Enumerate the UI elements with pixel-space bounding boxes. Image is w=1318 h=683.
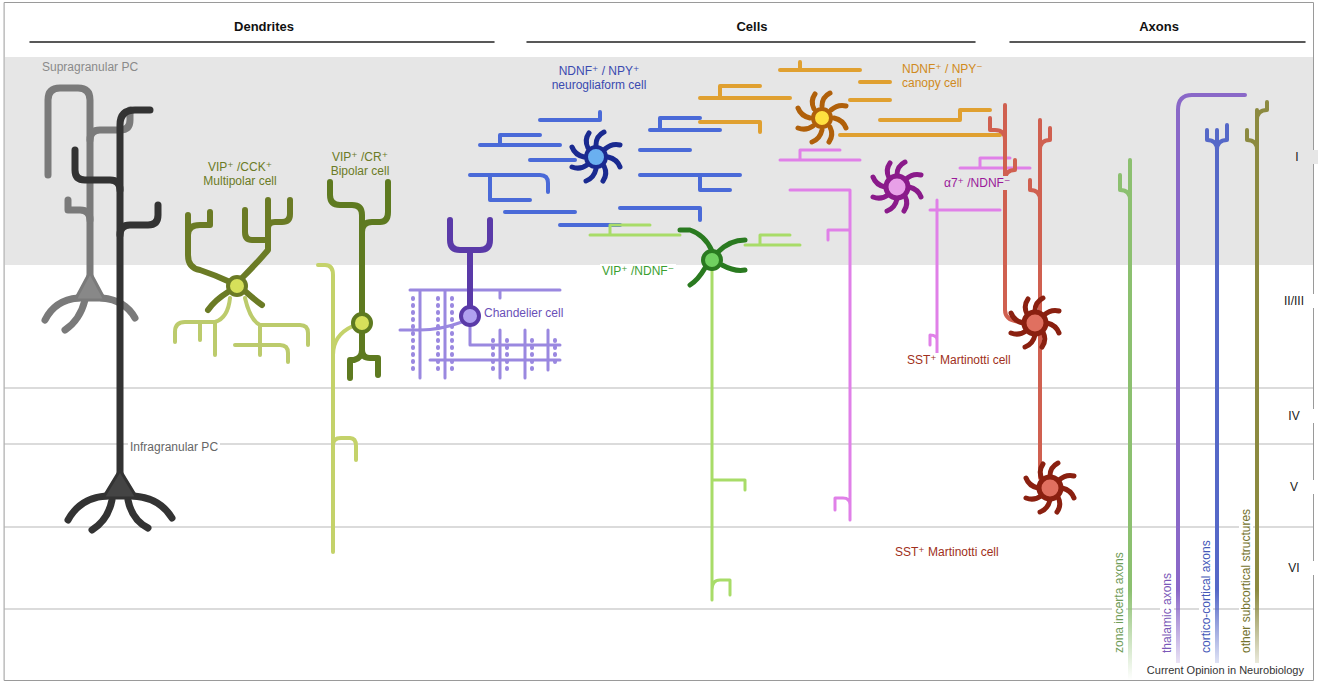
soma bbox=[353, 314, 371, 332]
soma bbox=[886, 176, 908, 198]
cell-label: SST⁺ Martinotti cell bbox=[905, 353, 1013, 367]
basal-dendrites bbox=[68, 496, 172, 530]
vip-ndnf-negative-cell bbox=[590, 225, 800, 600]
axon-label: cortico-cortical axons bbox=[1199, 538, 1213, 655]
infragranular-pyramidal-cell bbox=[68, 110, 172, 530]
layer-label: VI bbox=[1272, 561, 1316, 575]
layer-line bbox=[5, 387, 1313, 389]
axon bbox=[400, 290, 560, 378]
martinotti-cells bbox=[990, 105, 1074, 512]
axon bbox=[780, 150, 1030, 520]
alpha7-cell bbox=[780, 150, 1030, 520]
apical-branch bbox=[68, 200, 90, 220]
apical-dendrite bbox=[48, 88, 90, 280]
multipolar-cell bbox=[175, 200, 308, 362]
soma bbox=[103, 470, 137, 498]
cell-label: VIP⁺ /NDNF⁻ bbox=[600, 264, 676, 278]
axon bbox=[590, 225, 800, 600]
axon bbox=[318, 265, 356, 552]
layer-label: II/III bbox=[1267, 294, 1318, 308]
neurogliaform-cell bbox=[470, 112, 740, 225]
axon bbox=[470, 112, 740, 225]
header-rule bbox=[527, 41, 975, 43]
axon-label: zona incerta axons bbox=[1112, 550, 1126, 655]
journal-caption: Current Opinion in Neurobiology bbox=[1145, 663, 1306, 677]
thalamic-axon bbox=[1178, 95, 1245, 680]
cell-label: NDNF⁺ / NPY⁺ neurogliaform cell bbox=[537, 64, 661, 92]
afferent-axons bbox=[1120, 95, 1267, 680]
apical-branch bbox=[75, 150, 120, 190]
cell-label: α7⁺ /NDNF⁻ bbox=[942, 176, 1012, 190]
axon-label: thalamic axons bbox=[1160, 571, 1174, 655]
dendrites bbox=[330, 182, 388, 378]
axon bbox=[175, 298, 308, 362]
soma bbox=[1039, 477, 1061, 499]
cell-label: Chandelier cell bbox=[482, 306, 565, 320]
soma bbox=[813, 109, 831, 127]
cell-label: Supragranular PC bbox=[40, 60, 140, 74]
layer-label: I bbox=[1275, 150, 1318, 164]
layer-line bbox=[5, 526, 1313, 528]
apical-dendrite bbox=[120, 110, 150, 480]
dendrites bbox=[188, 200, 290, 310]
cell-label: VIP⁺ /CCK⁺ Multipolar cell bbox=[188, 160, 292, 188]
dendrites bbox=[1011, 298, 1059, 347]
soma bbox=[703, 251, 721, 269]
axon-label: other subcortical structures bbox=[1239, 507, 1253, 655]
header-rule bbox=[30, 41, 494, 43]
soma bbox=[586, 147, 606, 167]
dendrites bbox=[873, 162, 921, 211]
bipolar-cell bbox=[318, 182, 388, 552]
figure-frame bbox=[5, 3, 1314, 681]
cell-label: Infragranular PC bbox=[128, 440, 220, 454]
cell-label: VIP⁺ /CR⁺ Bipolar cell bbox=[318, 150, 402, 178]
soma bbox=[228, 277, 246, 295]
dendrites bbox=[572, 132, 620, 181]
dendrite bbox=[450, 220, 490, 307]
axon bbox=[990, 105, 1024, 322]
column-header: Cells bbox=[690, 20, 814, 34]
dendrites bbox=[1026, 463, 1074, 512]
cell-label: SST⁺ Martinotti cell bbox=[893, 545, 1001, 559]
layer-label: IV bbox=[1272, 409, 1316, 423]
soma bbox=[75, 272, 105, 300]
cell-label: NDNF⁺ / NPY⁻ canopy cell bbox=[900, 62, 1004, 90]
soma bbox=[1024, 312, 1046, 334]
apical-branch bbox=[120, 205, 158, 235]
column-header: Axons bbox=[1097, 20, 1221, 34]
dendrites bbox=[680, 230, 745, 285]
header-rule bbox=[1010, 41, 1305, 43]
chandelier-cell bbox=[400, 220, 560, 378]
dendrites bbox=[798, 93, 846, 142]
column-header: Dendrites bbox=[202, 20, 326, 34]
layer-label: V bbox=[1272, 480, 1316, 494]
soma bbox=[461, 307, 479, 325]
header-rules bbox=[30, 41, 1305, 43]
